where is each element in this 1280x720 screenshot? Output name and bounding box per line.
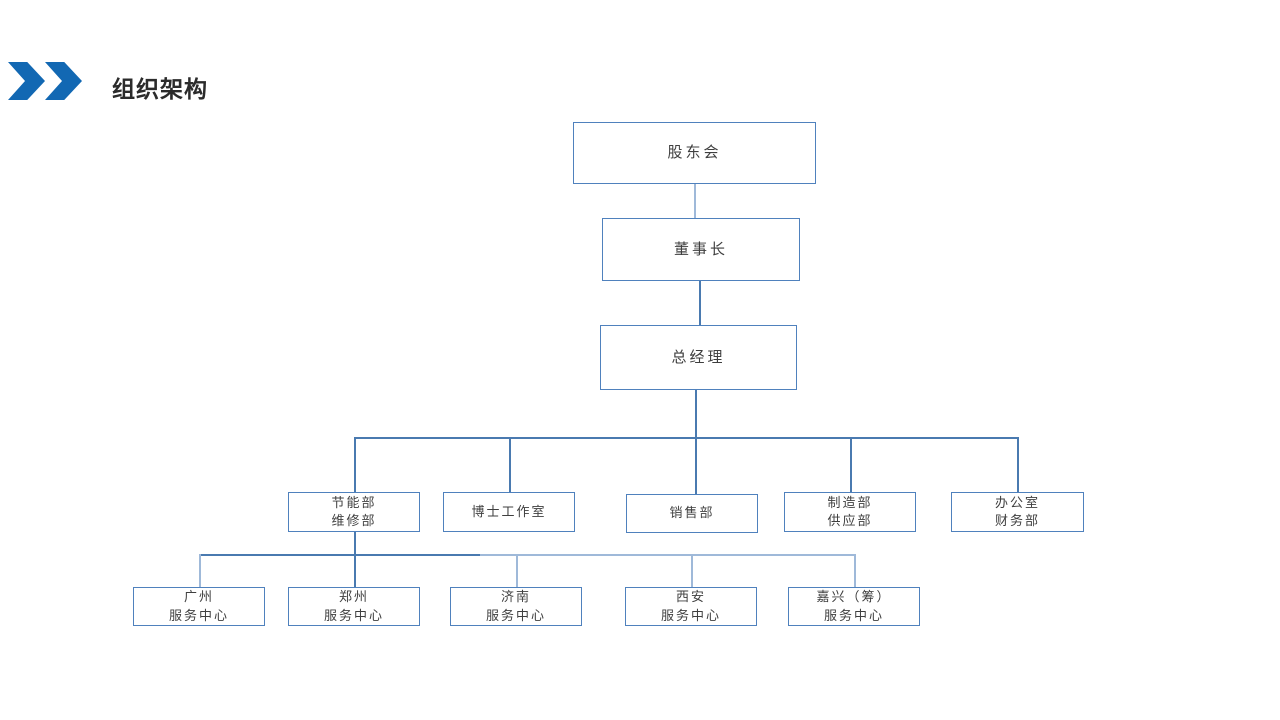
org-node-manufacturing-supply-dept: 制造部 供应部 (784, 492, 916, 532)
connector-line (1017, 437, 1019, 492)
connector-line (516, 554, 518, 587)
org-node-chairman: 董事长 (602, 218, 800, 281)
org-node-label: 总经理 (671, 348, 726, 366)
connector-line (854, 554, 856, 587)
org-node-xian-service-center: 西安 服务中心 (625, 587, 757, 626)
org-node-label: 服务中心 (485, 607, 546, 623)
org-node-office-finance-dept: 办公室 财务部 (951, 492, 1084, 532)
connector-line (694, 184, 696, 218)
connector-line (509, 437, 511, 492)
org-node-zhengzhou-service-center: 郑州 服务中心 (288, 587, 420, 626)
org-node-label: 维修部 (331, 513, 377, 528)
org-node-label: 服务中心 (823, 607, 884, 623)
page-title: 组织架构 (112, 76, 208, 102)
connector-line (354, 532, 356, 555)
org-node-guangzhou-service-center: 广州 服务中心 (133, 587, 265, 626)
connector-line (691, 554, 693, 587)
connector-line (480, 554, 855, 556)
org-node-energy-saving-maintenance-dept: 节能部 维修部 (288, 492, 420, 532)
org-node-label: 董事长 (673, 240, 728, 258)
connector-line (354, 437, 1018, 439)
connector-line (199, 554, 480, 556)
org-node-doctor-studio: 博士工作室 (443, 492, 575, 532)
org-node-label: 办公室 (994, 494, 1040, 510)
org-node-label: 西安 (675, 589, 706, 605)
org-node-shareholders-meeting: 股东会 (573, 122, 816, 184)
title-chevrons (8, 62, 82, 100)
connector-line (199, 554, 201, 587)
chevron-right-icon (45, 62, 82, 100)
chevron-right-icon (8, 62, 45, 100)
org-node-general-manager: 总经理 (600, 325, 797, 390)
org-node-sales-dept: 销售部 (626, 494, 758, 533)
org-node-label: 节能部 (331, 494, 377, 510)
org-node-label: 嘉兴（筹） (816, 589, 892, 605)
org-node-label: 服务中心 (323, 607, 384, 623)
org-node-label: 服务中心 (660, 607, 721, 623)
connector-line (699, 281, 701, 325)
org-node-label: 广州 (183, 589, 214, 605)
connector-line (354, 437, 356, 492)
org-node-label: 服务中心 (168, 607, 229, 623)
org-node-label: 济南 (500, 589, 531, 605)
connector-line (354, 554, 356, 587)
org-node-jinan-service-center: 济南 服务中心 (450, 587, 582, 626)
org-node-label: 博士工作室 (471, 503, 547, 519)
connector-line (850, 437, 852, 492)
org-node-jiaxing-service-center: 嘉兴（筹） 服务中心 (788, 587, 920, 626)
org-node-label: 财务部 (994, 513, 1040, 528)
org-node-label: 股东会 (667, 144, 722, 162)
connector-line (695, 390, 697, 437)
org-node-label: 郑州 (338, 589, 369, 605)
connector-line (695, 437, 697, 494)
org-node-label: 供应部 (827, 513, 873, 528)
org-node-label: 制造部 (827, 494, 873, 510)
org-node-label: 销售部 (669, 505, 715, 521)
